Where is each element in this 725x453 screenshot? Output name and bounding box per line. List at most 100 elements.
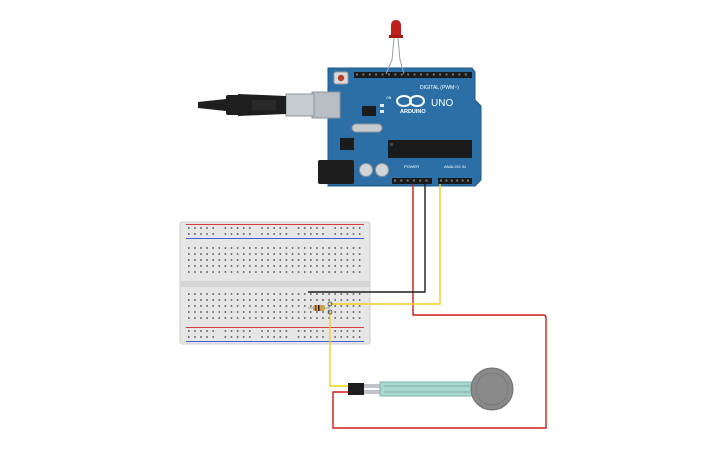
breadboard-hole[interactable] xyxy=(310,299,312,301)
breadboard-hole[interactable] xyxy=(200,293,202,295)
breadboard-hole[interactable] xyxy=(200,317,202,319)
breadboard-hole[interactable] xyxy=(279,299,282,301)
breadboard-hole[interactable] xyxy=(200,311,202,313)
breadboard-hole[interactable] xyxy=(352,265,355,267)
breadboard-hole[interactable] xyxy=(279,336,282,338)
breadboard-hole[interactable] xyxy=(188,293,190,295)
breadboard-hole[interactable] xyxy=(352,330,355,332)
breadboard-hole[interactable] xyxy=(310,227,312,229)
breadboard-hole[interactable] xyxy=(328,247,330,249)
breadboard-hole[interactable] xyxy=(273,299,275,301)
breadboard-hole[interactable] xyxy=(316,265,318,267)
breadboard-hole[interactable] xyxy=(358,317,361,319)
breadboard[interactable] xyxy=(179,221,371,345)
wire-a0[interactable] xyxy=(330,184,441,305)
breadboard-hole[interactable] xyxy=(261,293,263,295)
breadboard-hole[interactable] xyxy=(303,293,306,295)
header-pin[interactable] xyxy=(456,179,459,182)
breadboard-hole[interactable] xyxy=(328,293,330,295)
header-pin[interactable] xyxy=(461,179,464,182)
usb-plug-icon[interactable] xyxy=(198,93,315,117)
breadboard-hole[interactable] xyxy=(279,305,282,307)
header-pin[interactable] xyxy=(464,73,467,76)
breadboard-hole[interactable] xyxy=(255,253,257,255)
breadboard-hole[interactable] xyxy=(297,293,300,295)
breadboard-hole[interactable] xyxy=(261,311,263,313)
breadboard-hole[interactable] xyxy=(261,271,263,273)
breadboard-hole[interactable] xyxy=(188,317,190,319)
breadboard-hole[interactable] xyxy=(230,253,233,255)
breadboard-hole[interactable] xyxy=(297,271,300,273)
breadboard-hole[interactable] xyxy=(328,311,330,313)
header-pin[interactable] xyxy=(419,179,422,182)
breadboard-holes[interactable] xyxy=(188,227,361,338)
breadboard-hole[interactable] xyxy=(194,293,196,295)
breadboard-hole[interactable] xyxy=(273,336,275,338)
breadboard-hole[interactable] xyxy=(273,305,275,307)
breadboard-hole[interactable] xyxy=(316,336,318,338)
breadboard-hole[interactable] xyxy=(200,253,202,255)
breadboard-hole[interactable] xyxy=(242,259,245,261)
breadboard-hole[interactable] xyxy=(328,271,330,273)
breadboard-hole[interactable] xyxy=(334,265,336,267)
breadboard-hole[interactable] xyxy=(334,317,336,319)
breadboard-hole[interactable] xyxy=(206,336,208,338)
breadboard-hole[interactable] xyxy=(291,271,294,273)
breadboard-hole[interactable] xyxy=(236,265,239,267)
header-pin[interactable] xyxy=(425,179,428,182)
breadboard-hole[interactable] xyxy=(303,299,306,301)
header-pin[interactable] xyxy=(375,73,378,76)
breadboard-hole[interactable] xyxy=(236,299,239,301)
breadboard-hole[interactable] xyxy=(188,336,190,338)
breadboard-hole[interactable] xyxy=(194,233,196,235)
breadboard-hole[interactable] xyxy=(267,330,269,332)
breadboard-hole[interactable] xyxy=(340,311,343,313)
breadboard-hole[interactable] xyxy=(346,233,349,235)
breadboard-hole[interactable] xyxy=(242,305,245,307)
breadboard-hole[interactable] xyxy=(316,259,318,261)
header-pin[interactable] xyxy=(440,179,442,182)
breadboard-hole[interactable] xyxy=(200,299,202,301)
breadboard-hole[interactable] xyxy=(236,336,239,338)
breadboard-hole[interactable] xyxy=(285,311,288,313)
breadboard-hole[interactable] xyxy=(346,330,349,332)
breadboard-hole[interactable] xyxy=(255,265,257,267)
breadboard-hole[interactable] xyxy=(261,336,263,338)
breadboard-hole[interactable] xyxy=(218,271,221,273)
breadboard-hole[interactable] xyxy=(236,271,239,273)
breadboard-hole[interactable] xyxy=(188,299,190,301)
breadboard-hole[interactable] xyxy=(291,293,294,295)
breadboard-hole[interactable] xyxy=(328,265,330,267)
breadboard-hole[interactable] xyxy=(230,336,233,338)
breadboard-hole[interactable] xyxy=(316,330,318,332)
breadboard-hole[interactable] xyxy=(230,330,233,332)
breadboard-hole[interactable] xyxy=(358,247,361,249)
breadboard-hole[interactable] xyxy=(334,336,336,338)
breadboard-hole[interactable] xyxy=(285,247,288,249)
breadboard-hole[interactable] xyxy=(194,271,196,273)
breadboard-hole[interactable] xyxy=(267,299,269,301)
breadboard-hole[interactable] xyxy=(358,227,361,229)
breadboard-hole[interactable] xyxy=(206,259,208,261)
breadboard-hole[interactable] xyxy=(206,293,208,295)
breadboard-hole[interactable] xyxy=(273,311,275,313)
header-pin[interactable] xyxy=(368,73,371,76)
breadboard-hole[interactable] xyxy=(206,247,208,249)
breadboard-hole[interactable] xyxy=(322,259,324,261)
breadboard-hole[interactable] xyxy=(249,265,251,267)
breadboard-hole[interactable] xyxy=(334,299,336,301)
header-pin[interactable] xyxy=(412,179,415,182)
breadboard-hole[interactable] xyxy=(249,271,251,273)
breadboard-hole[interactable] xyxy=(194,247,196,249)
breadboard-hole[interactable] xyxy=(273,293,275,295)
breadboard-hole[interactable] xyxy=(212,233,214,235)
breadboard-hole[interactable] xyxy=(303,271,306,273)
breadboard-hole[interactable] xyxy=(340,299,343,301)
breadboard-hole[interactable] xyxy=(236,330,239,332)
breadboard-hole[interactable] xyxy=(249,311,251,313)
breadboard-hole[interactable] xyxy=(358,293,361,295)
breadboard-hole[interactable] xyxy=(273,330,275,332)
breadboard-hole[interactable] xyxy=(206,330,208,332)
breadboard-hole[interactable] xyxy=(224,233,227,235)
breadboard-hole[interactable] xyxy=(188,227,190,229)
